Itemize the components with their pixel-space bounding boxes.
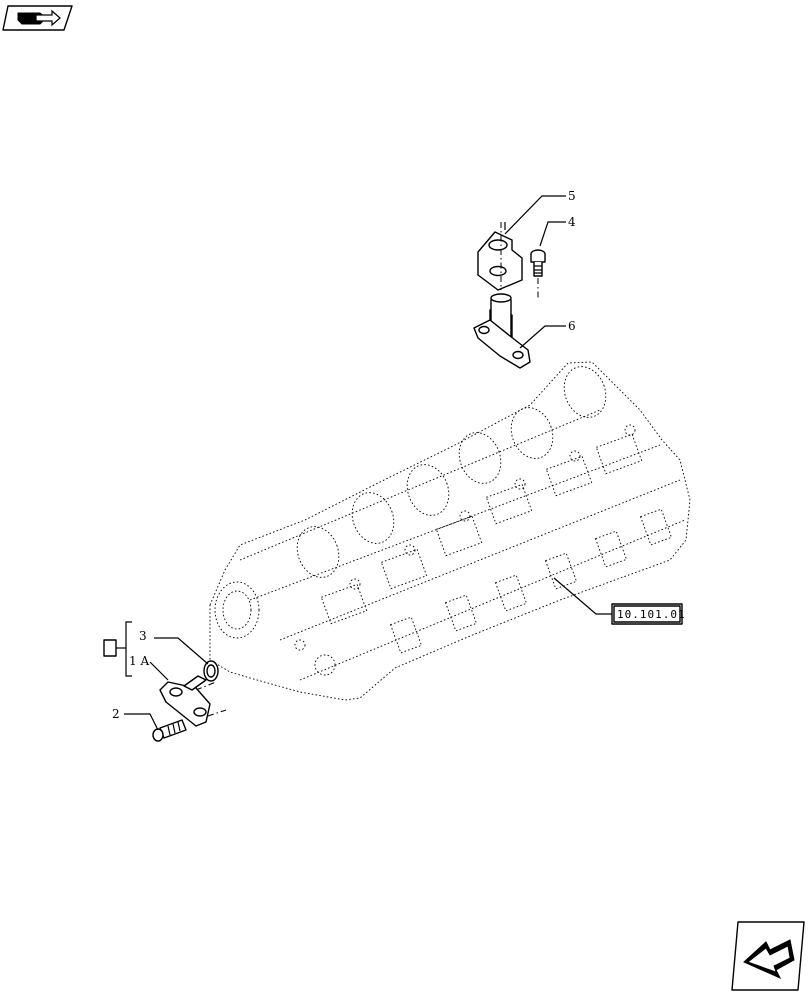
callout-4: 4 bbox=[568, 215, 576, 229]
leader-4 bbox=[539, 221, 566, 247]
kit-bracket bbox=[103, 621, 132, 677]
reference-box[interactable]: 10.101.01 bbox=[611, 603, 686, 625]
leader-5 bbox=[504, 195, 566, 235]
screw-part-2 bbox=[152, 719, 187, 742]
book-arrow-icon[interactable] bbox=[2, 5, 73, 31]
kit-box-icon bbox=[103, 639, 117, 657]
alignment-line-2 bbox=[207, 709, 227, 717]
bolt-part-4 bbox=[530, 249, 546, 277]
seal-ring-part-3 bbox=[203, 660, 219, 682]
next-page-arrow-icon[interactable] bbox=[731, 921, 805, 991]
leader-1a bbox=[149, 661, 169, 681]
leader-2 bbox=[124, 713, 159, 731]
pin-plate-part-6 bbox=[473, 293, 531, 369]
alignment-line-1 bbox=[195, 681, 217, 691]
callout-5: 5 bbox=[568, 189, 576, 203]
reference-label: 10.101.01 bbox=[617, 608, 686, 621]
leader-6 bbox=[519, 325, 566, 349]
callout-3: 3 bbox=[139, 629, 147, 643]
callout-6: 6 bbox=[568, 319, 576, 333]
flange-plate-part-1a bbox=[159, 675, 211, 727]
callout-1a: 1 A bbox=[129, 654, 149, 668]
bracket-part-5 bbox=[477, 222, 523, 291]
leader-3 bbox=[154, 637, 209, 665]
callout-2: 2 bbox=[112, 707, 120, 721]
cylinder-head-outline bbox=[209, 361, 691, 701]
leader-ref bbox=[553, 577, 612, 615]
